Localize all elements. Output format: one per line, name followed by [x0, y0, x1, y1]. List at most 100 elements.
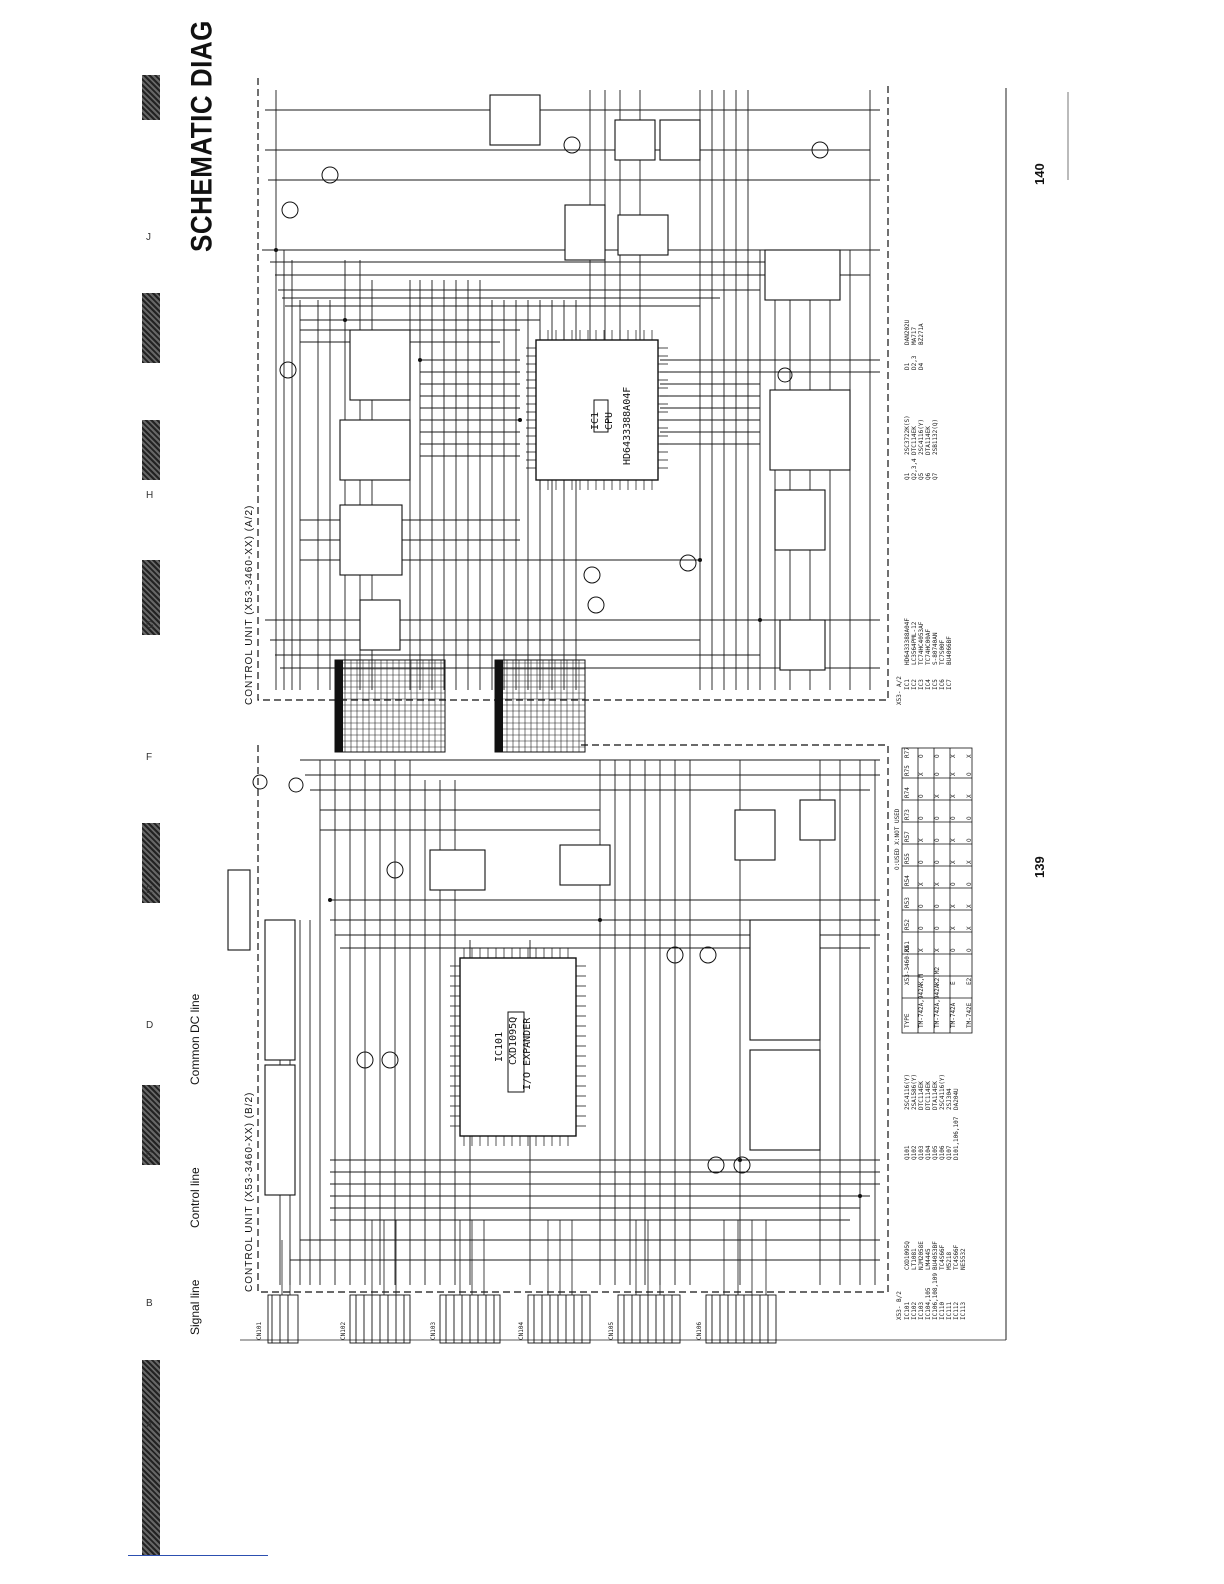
type-table-cell: TM-742A,942A	[918, 984, 925, 1028]
type-table-cell: O	[934, 904, 941, 908]
parts-list-item: LT1081	[911, 1248, 918, 1270]
type-table-header: TYPE	[904, 1013, 911, 1028]
type-table-header: R54	[904, 875, 911, 886]
type-table-cell: O	[966, 882, 973, 886]
type-table-cell: O	[918, 794, 925, 798]
parts-list-item: IC6	[939, 679, 946, 690]
type-table-cell: X	[966, 904, 973, 908]
connector-label: CN105	[608, 1321, 615, 1340]
parts-list-item: M5218	[946, 1251, 953, 1270]
parts-list-item: Q1	[904, 472, 911, 480]
column-letter-e: E	[146, 885, 153, 896]
type-table-cell: E	[950, 981, 957, 985]
parts-list-item: NE5532	[960, 1248, 967, 1270]
parts-list-item: TC74HC4053AF	[918, 621, 925, 665]
parts-list-item: 2SC4116(Y)	[939, 1073, 946, 1110]
parts-list-item: DTC114EK	[911, 426, 918, 455]
parts-list-item: NJM2058E	[918, 1241, 925, 1270]
footer-rule	[128, 1555, 268, 1556]
parts-list-item: TC7S00F	[939, 639, 946, 665]
parts-list-item: IC7	[946, 679, 953, 690]
parts-list-item: BU4066BF	[946, 636, 953, 665]
type-table-header: R75	[904, 765, 911, 776]
parts-list-item: CXD1095Q	[904, 1241, 911, 1270]
type-table-cell: X	[934, 948, 941, 952]
parts-list-item: IC111	[946, 1301, 953, 1320]
type-table-cell: X	[934, 794, 941, 798]
parts-list-item: D1	[904, 362, 911, 370]
type-table-cell: O	[934, 816, 941, 820]
parts-list-item: DTC114EK	[918, 1081, 925, 1110]
parts-list-item: Q102	[911, 1145, 918, 1160]
type-table-cell: TM-742A	[950, 1002, 957, 1028]
type-table-cell: O	[966, 838, 973, 842]
parts-list-item: LC3564PML-12	[911, 621, 918, 665]
parts-list-item: IC112	[953, 1301, 960, 1320]
parts-list-b-header: X53- B/2	[896, 1291, 903, 1320]
parts-list-a-header: X53- A/2	[896, 676, 903, 705]
type-table-cell: O	[966, 816, 973, 820]
type-table-cell: X	[966, 754, 973, 758]
type-table-cell: TM-742E	[966, 1002, 973, 1028]
connector-label: CN106	[696, 1321, 703, 1340]
parts-list-item: DTA114EK	[932, 1081, 939, 1110]
column-letter-a: A	[146, 1420, 153, 1431]
parts-list-item: 2SC3722K(S)	[904, 415, 911, 455]
parts-list-item: IC110	[939, 1301, 946, 1320]
parts-list-item: IC104,105	[925, 1287, 932, 1320]
unit-frame-b	[257, 744, 889, 1293]
parts-list-item: DTC114EK	[925, 1081, 932, 1110]
parts-list-item: Q106	[939, 1145, 946, 1160]
type-table-cell: O	[918, 754, 925, 758]
scan-edge-band	[142, 75, 160, 1555]
type-table-cell: O	[950, 882, 957, 886]
parts-list-item: 2SB1132(Q)	[932, 418, 939, 455]
type-table-cell: X	[950, 904, 957, 908]
type-table-cell: X	[950, 838, 957, 842]
expander-part-label: CXD1095Q	[508, 1016, 519, 1065]
cpu-part-label: HD6433388A04F	[622, 386, 633, 465]
column-letter-g: G	[146, 620, 154, 631]
parts-list-item: D101,106,107	[953, 1116, 960, 1160]
type-table-cell: X	[966, 860, 973, 864]
parts-list-item: 2SC4116(Y)	[918, 418, 925, 455]
type-table-cell: O	[918, 860, 925, 864]
parts-list-item: 2SC4116(Y)	[904, 1073, 911, 1110]
parts-list-item: IC4	[925, 679, 932, 690]
parts-list-item: Q7	[932, 472, 939, 480]
parts-list-item: Q105	[932, 1145, 939, 1160]
type-table-cell: X	[966, 794, 973, 798]
type-table-cell: TM-742A,942A	[934, 984, 941, 1028]
parts-list-item: IC103	[918, 1301, 925, 1320]
parts-list-item: IC1	[904, 679, 911, 690]
parts-list-item: DTA114EK	[925, 426, 932, 455]
type-table-cell: X	[950, 860, 957, 864]
type-table-cell: O	[966, 948, 973, 952]
type-table-cell: O	[934, 838, 941, 842]
parts-list-item: TC4S66F	[953, 1244, 960, 1270]
connector-label: CN101	[256, 1321, 263, 1340]
type-table-cell: O	[966, 772, 973, 776]
type-table-header: R53	[904, 897, 911, 908]
parts-list-item: IC5	[932, 679, 939, 690]
type-table-header: R73	[904, 809, 911, 820]
parts-list-item: LM4445	[925, 1248, 932, 1270]
parts-list-item: Q6	[925, 472, 932, 480]
type-table-cell: E2	[966, 977, 973, 985]
cpu-ic1-block	[526, 330, 668, 490]
parts-list-item: IC101	[904, 1301, 911, 1320]
type-table-caption: O:USED X:NOT USED	[894, 808, 901, 870]
type-table-header: R77	[904, 747, 911, 758]
type-table-cell: O	[950, 948, 957, 952]
column-letter-f: F	[146, 752, 153, 763]
parts-list-item: DAN202U	[904, 319, 911, 345]
type-table-header: R74	[904, 787, 911, 798]
type-table-cell: K2,M2	[934, 966, 941, 985]
parts-list-item: IC102	[911, 1301, 918, 1320]
parts-list-item: IC106,108,109	[932, 1273, 939, 1320]
type-table-cell: X	[950, 926, 957, 930]
parts-list-item: BZ271A	[918, 323, 925, 345]
connector-label: CN102	[340, 1321, 347, 1340]
parts-list-item: 2SA1586(Y)	[911, 1073, 918, 1110]
